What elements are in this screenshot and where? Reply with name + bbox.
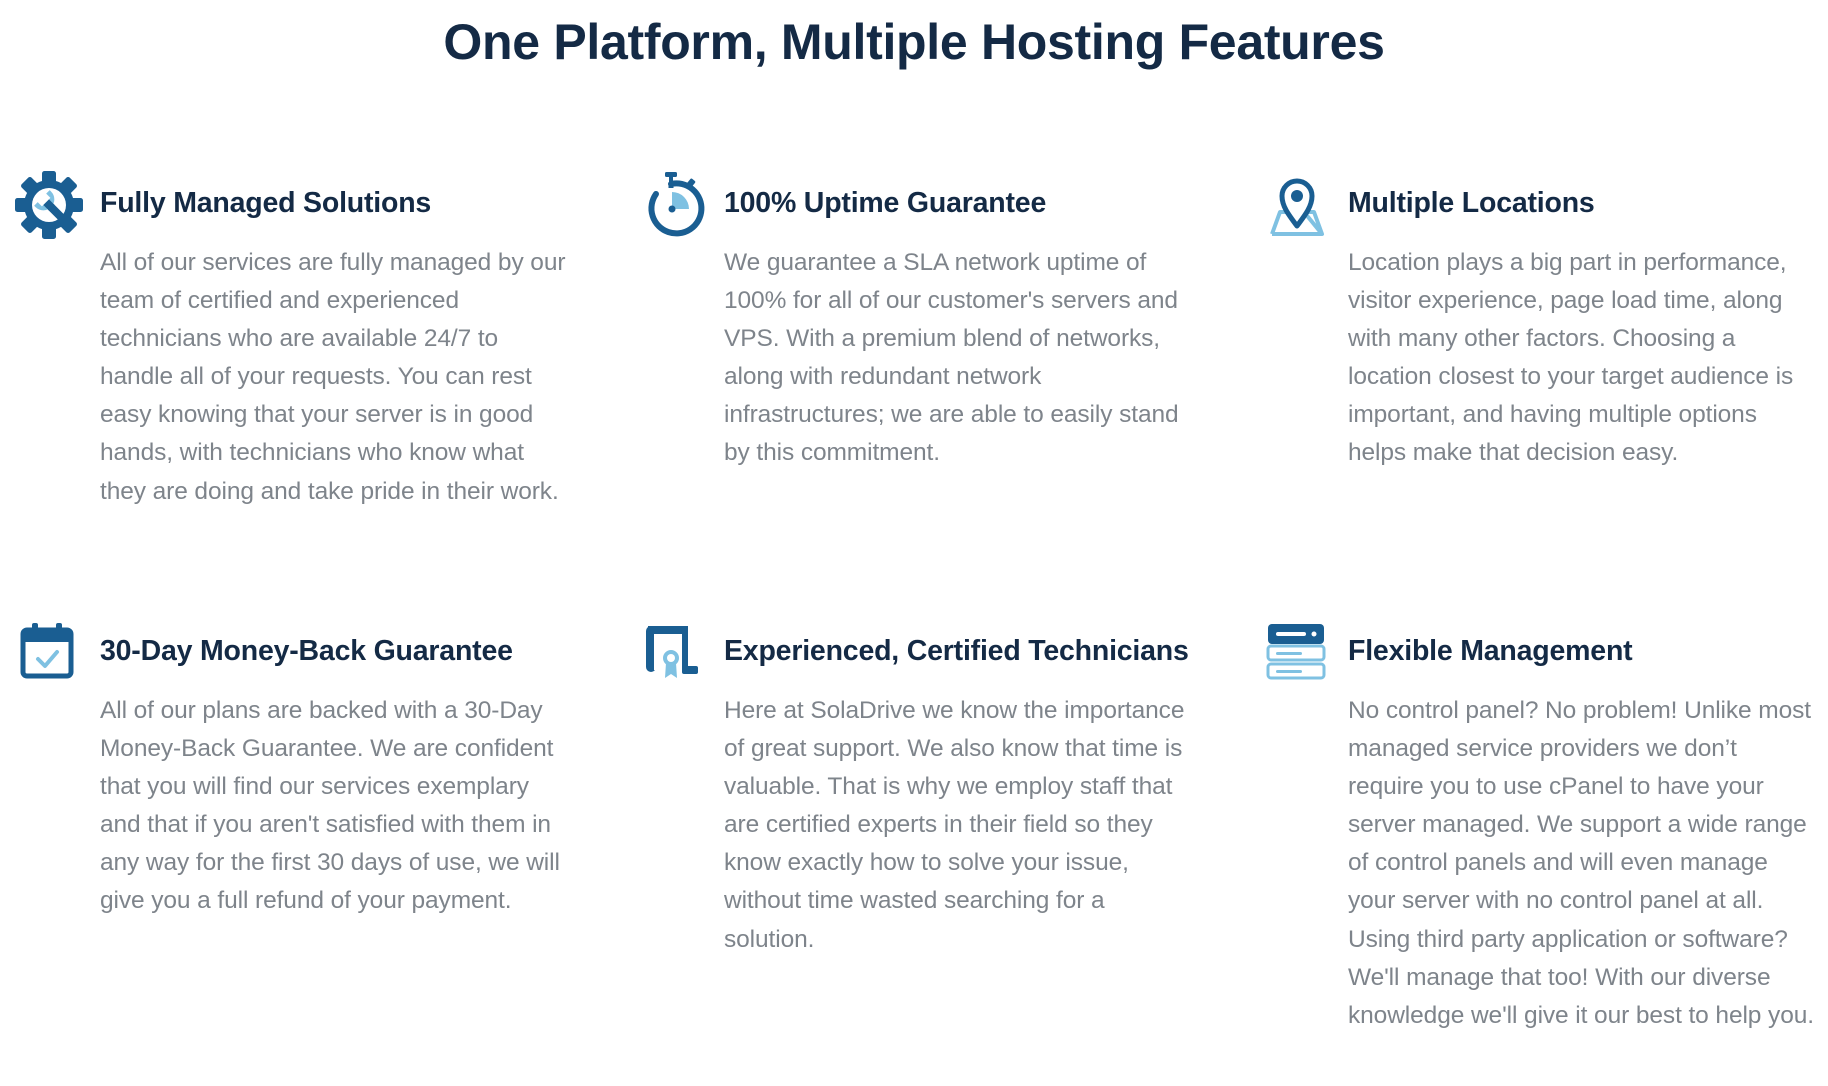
- feature-description: All of our plans are backed with a 30-Da…: [100, 697, 560, 915]
- feature-description: Here at SolaDrive we know the importance…: [724, 697, 1185, 953]
- page-title: One Platform, Multiple Hosting Features: [443, 14, 1385, 70]
- server-panel-icon: [1262, 618, 1332, 688]
- certificate-icon: [638, 618, 708, 688]
- feature-description: All of our services are fully managed by…: [100, 249, 566, 505]
- feature-description: Location plays a big part in performance…: [1348, 249, 1794, 467]
- feature-title: 30-Day Money-Back Guarantee: [100, 635, 513, 667]
- feature-title: Fully Managed Solutions: [100, 187, 432, 219]
- map-pin-icon: [1262, 170, 1332, 240]
- feature-title: Flexible Management: [1348, 635, 1633, 667]
- feature-title: 100% Uptime Guarantee: [724, 187, 1047, 219]
- gear-wrench-icon: [14, 170, 84, 240]
- feature-title: Multiple Locations: [1348, 187, 1595, 219]
- feature-title: Experienced, Certified Technicians: [724, 635, 1189, 667]
- feature-description: No control panel? No problem! Unlike mos…: [1348, 697, 1814, 1029]
- stopwatch-icon: [638, 170, 708, 240]
- feature-description: We guarantee a SLA network uptime of 100…: [724, 249, 1179, 467]
- calendar-check-icon: [14, 618, 84, 688]
